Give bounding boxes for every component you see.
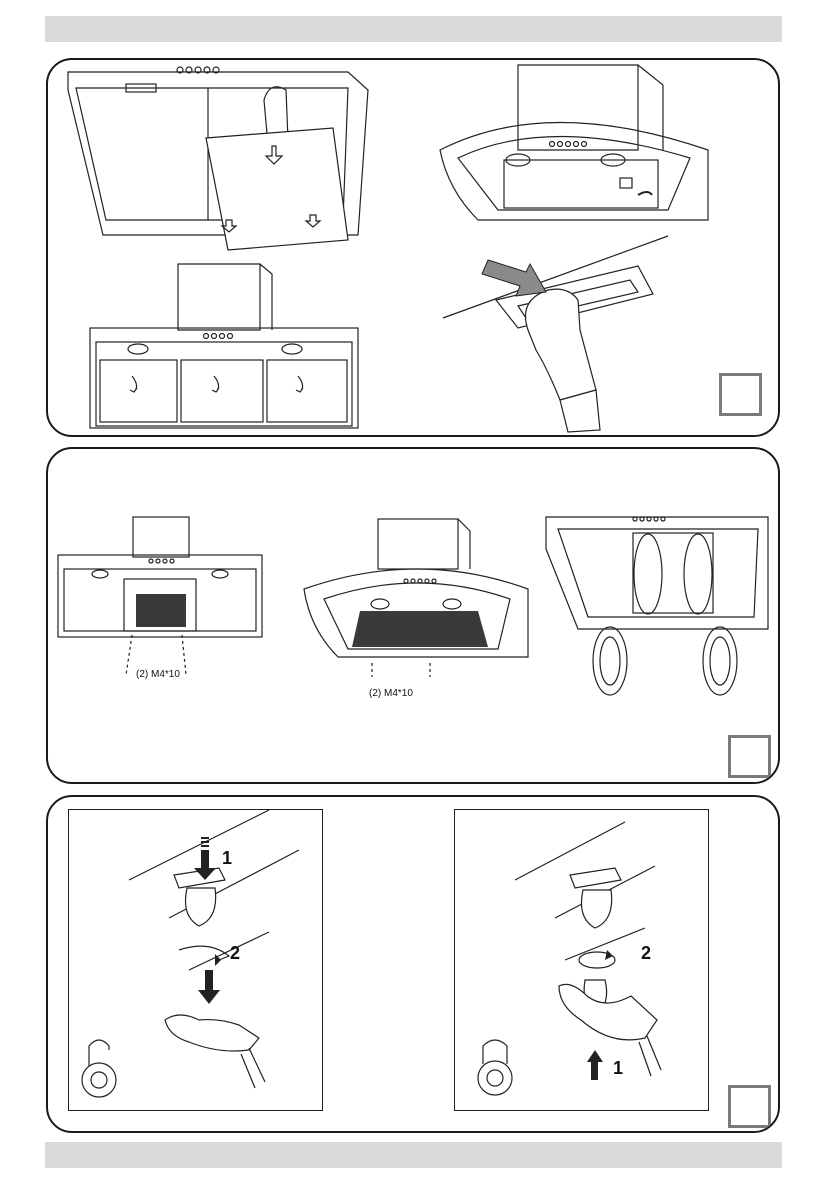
- section-marker-box: [719, 373, 762, 416]
- section-marker-box: [728, 1085, 771, 1128]
- section-marker-box: [728, 735, 771, 778]
- panel-carbon-filter: (2) M4*10 (2) M4*10: [46, 447, 780, 784]
- screw-label-center: (2) M4*10: [369, 688, 413, 699]
- step-number-1: 1: [613, 1058, 623, 1079]
- panel-bulb-replace: 1 2 1 2: [46, 795, 780, 1133]
- screw-label-left: (2) M4*10: [136, 669, 180, 680]
- bulb-removal-illustration: [69, 810, 324, 1112]
- step-number-2: 2: [641, 943, 651, 964]
- panel-filter-removal: [46, 58, 780, 437]
- frame-bulb-install: 1 2: [454, 809, 709, 1111]
- filter-removal-illustration: [48, 60, 780, 437]
- step-number-1: 1: [222, 848, 232, 869]
- footer-bar: [45, 1142, 782, 1168]
- bulb-install-illustration: [455, 810, 710, 1112]
- step-number-2: 2: [230, 943, 240, 964]
- carbon-filter-illustration: [48, 449, 780, 784]
- header-bar: [45, 16, 782, 42]
- frame-bulb-removal: 1 2: [68, 809, 323, 1111]
